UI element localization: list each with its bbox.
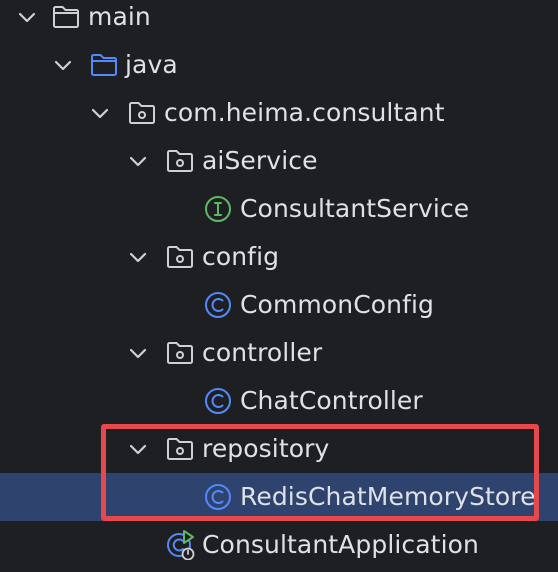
package-icon	[167, 246, 193, 268]
chevron-down-icon[interactable]	[51, 53, 75, 77]
tree-item-label: config	[202, 242, 280, 271]
package-icon	[167, 342, 193, 364]
tree-row-config[interactable]: config	[0, 233, 558, 281]
tree-row-java[interactable]: java	[0, 41, 558, 89]
tree-row-package-root[interactable]: com.heima.consultant	[0, 89, 558, 137]
tree-row-repository[interactable]: repository	[0, 425, 558, 473]
class-icon	[205, 484, 231, 510]
chevron-down-icon[interactable]	[15, 5, 39, 29]
tree-row-consultantservice[interactable]: ConsultantService	[0, 185, 558, 233]
package-icon	[167, 150, 193, 172]
tree-item-label: ConsultantService	[240, 194, 470, 223]
chevron-down-icon[interactable]	[126, 245, 150, 269]
interface-icon	[205, 196, 231, 222]
chevron-down-icon[interactable]	[88, 101, 112, 125]
class-icon	[205, 388, 231, 414]
tree-item-label: com.heima.consultant	[164, 98, 445, 127]
tree-item-label: CommonConfig	[240, 290, 435, 319]
tree-item-label: ConsultantApplication	[202, 530, 479, 559]
folder-icon	[53, 6, 79, 28]
tree-item-label: controller	[202, 338, 323, 367]
tree-row-chatcontroller[interactable]: ChatController	[0, 377, 558, 425]
tree-item-label: java	[125, 50, 178, 79]
tree-row-redischatmemorystore[interactable]: RedisChatMemoryStore	[0, 473, 558, 521]
highlight-box	[101, 424, 539, 521]
tree-item-label: main	[88, 2, 151, 31]
package-icon	[129, 102, 155, 124]
tree-row-consultantapplication[interactable]: ConsultantApplication	[0, 521, 558, 569]
tree-item-label: aiService	[202, 146, 318, 175]
package-icon	[167, 438, 193, 460]
tree-item-label: ChatController	[240, 386, 423, 415]
tree-row-commonconfig[interactable]: CommonConfig	[0, 281, 558, 329]
chevron-down-icon[interactable]	[126, 149, 150, 173]
source-folder-icon	[91, 54, 117, 76]
tree-row-controller[interactable]: controller	[0, 329, 558, 377]
tree-item-label: repository	[202, 434, 330, 463]
tree-row-main[interactable]: main	[0, 0, 558, 41]
chevron-down-icon[interactable]	[126, 437, 150, 461]
chevron-down-icon[interactable]	[126, 341, 150, 365]
tree-row-aiservice[interactable]: aiService	[0, 137, 558, 185]
spring-boot-run-icon	[167, 530, 195, 560]
class-icon	[205, 292, 231, 318]
tree-item-label: RedisChatMemoryStore	[240, 482, 536, 511]
